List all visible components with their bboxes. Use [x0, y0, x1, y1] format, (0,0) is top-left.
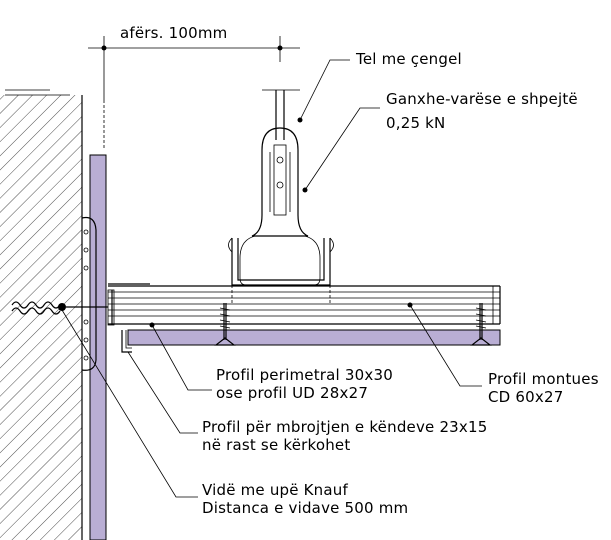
screw-left — [214, 303, 236, 346]
label-hanger-wire: Tel me çengel — [355, 50, 462, 68]
label-perimeter-profile-2: ose profil UD 28x27 — [216, 384, 368, 402]
wall-anchor-plate — [81, 216, 97, 371]
label-mounting-profile-2: CD 60x27 — [488, 388, 563, 406]
ceiling-board — [127, 329, 501, 346]
label-screw-2: Distanca e vidave 500 mm — [202, 499, 408, 517]
screw-right — [470, 303, 492, 346]
leader-lines — [61, 59, 482, 498]
label-quick-hanger-2: 0,25 kN — [386, 114, 445, 132]
label-screw-1: Vidë me upë Knauf — [202, 481, 348, 499]
horizontal-mounting-profile — [107, 283, 501, 326]
quick-hanger — [239, 127, 321, 286]
wall-dowel — [11, 301, 108, 315]
label-quick-hanger-1: Ganxhe-varëse e shpejtë — [386, 90, 578, 108]
wall-board — [89, 154, 107, 540]
label-mounting-profile-1: Profil montues — [488, 370, 599, 388]
hanger-wire — [262, 89, 300, 140]
label-perimeter-profile-1: Profil perimetral 30x30 — [216, 366, 393, 384]
label-corner-profile-1: Profil për mbrojtjen e këndeve 23x15 — [202, 418, 488, 436]
masonry-wall — [0, 89, 83, 540]
cd-profile-section — [228, 237, 334, 305]
dimension-label: afërs. 100mm — [120, 24, 227, 42]
corner-protection-profile — [121, 330, 132, 353]
label-corner-profile-2: në rast se kërkohet — [202, 436, 350, 454]
dimension-100mm — [88, 36, 300, 150]
